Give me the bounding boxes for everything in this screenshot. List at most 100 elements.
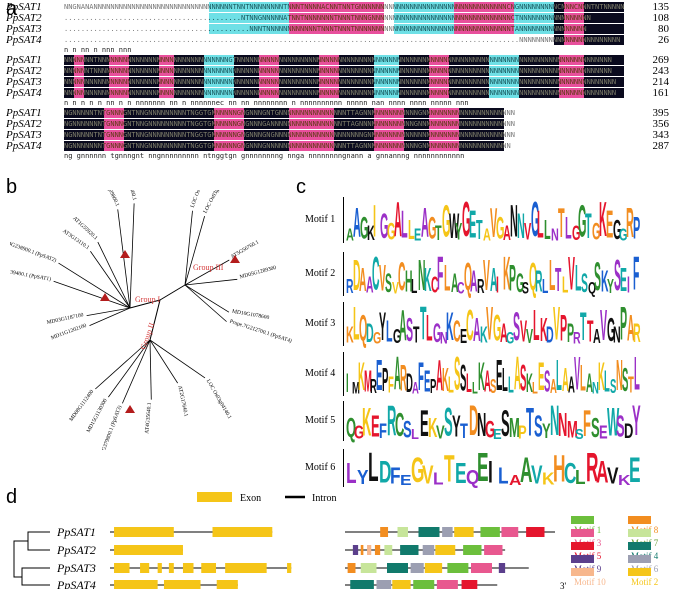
alignment-shading	[374, 77, 399, 87]
motif-letter: N	[558, 405, 568, 444]
alignment-seq-name: PpSAT1	[6, 1, 42, 13]
motif-letter: S	[490, 374, 497, 398]
motif-letter: A	[393, 190, 402, 247]
alignment-sequence: NGNNNNNNNTGNNNGNTNNGNNNNNNNNNTNGGTGNNNNN…	[64, 119, 515, 129]
motif-letter: Y	[455, 216, 463, 245]
motif-letter: V	[568, 245, 576, 300]
motif-letter: K	[478, 352, 485, 399]
motif-letter: N	[417, 249, 426, 300]
motif-letter: C	[430, 270, 439, 298]
alignment-shading	[104, 130, 124, 140]
intron-legend-label: Intron	[312, 493, 336, 504]
motif-letter: A	[436, 349, 443, 400]
motif-axis-end-label: 3'	[560, 581, 567, 589]
exon-box	[114, 580, 158, 589]
motif-letter: S	[581, 267, 589, 298]
motif-letter: Y	[452, 408, 461, 444]
alignment-shading	[64, 55, 74, 65]
alignment-shading	[279, 66, 319, 76]
motif-letter: Y	[379, 302, 387, 349]
motif-box	[526, 527, 545, 537]
motif-letter: S	[522, 278, 530, 298]
exon-box	[163, 580, 201, 589]
alignment-shading	[289, 119, 334, 129]
motif-letter: A	[472, 310, 481, 349]
motif-letter: V	[523, 216, 532, 245]
motif-letter: C	[398, 252, 406, 299]
alignment-shading	[244, 119, 289, 129]
motif-letter: V	[553, 295, 561, 350]
motif-letter: L	[542, 274, 549, 298]
motif-letter: C	[466, 299, 474, 350]
motif-letter: L	[407, 213, 415, 245]
alignment-shading	[584, 13, 624, 23]
motif-letter: S	[591, 411, 600, 443]
alignment-shading	[289, 130, 334, 140]
motif-letter: P	[559, 306, 567, 349]
tree-branch	[90, 251, 131, 309]
motif-letter: P	[633, 209, 641, 246]
motif-letter: G	[484, 414, 495, 443]
alignment-shading	[64, 77, 74, 87]
alignment-seq-name: PpSAT4	[6, 87, 42, 99]
motif-letter: C	[395, 405, 405, 444]
motif-letter: G	[530, 190, 540, 247]
alignment-consensus: n n nn n nnn nnn	[64, 46, 132, 54]
motif-letter: G	[441, 194, 451, 247]
motif-letter: L	[498, 462, 510, 489]
motif-letter: R	[400, 356, 407, 399]
motif-letter: S	[520, 356, 527, 399]
motif-letter: A	[399, 299, 408, 350]
motif-letter: A	[509, 471, 522, 489]
alignment-shading	[234, 88, 259, 98]
motif-box	[387, 563, 408, 573]
motif-letter: G	[515, 267, 524, 298]
motif-letter: L	[352, 295, 360, 350]
motif-letter: S	[444, 398, 453, 444]
alignment-shading	[404, 119, 429, 129]
motif-letter: L	[574, 465, 586, 489]
alignment-shading	[454, 2, 514, 12]
tree-branch	[184, 210, 193, 286]
alignment-shading	[84, 77, 109, 87]
gene-name-label: PpSAT2	[56, 543, 96, 557]
motif-letter: T	[557, 197, 565, 247]
motif-letter: E	[605, 201, 614, 246]
alignment-shading	[79, 141, 104, 151]
motif-legend-swatch	[571, 529, 594, 537]
alignment-shading	[74, 66, 84, 76]
motif-label: Motif 5	[305, 415, 336, 426]
motif-letter: L	[411, 274, 418, 298]
motif-letter: M	[566, 414, 578, 443]
alignment-shading	[429, 55, 449, 65]
alignment-shading	[584, 55, 624, 65]
alignment-sequence: NNGNANANNNNNNNNNNNNNNNNNNNNNNNNNNNNNNNNN…	[64, 2, 624, 12]
alignment-shading	[124, 141, 174, 151]
alignment-shading	[64, 88, 74, 98]
alignment-consensus: ng gnnnnnn tgnnngnt nngnnnnnnnnn ntnggtg…	[64, 152, 465, 160]
alignment-sequence: NNNNNNTNNNNNNNNNNNNNNNNNNNNNNNNNNNNNNNNN…	[64, 66, 624, 76]
motif-letter: D	[352, 249, 361, 300]
motif-letter: G	[606, 310, 615, 349]
motif-letter: K	[539, 310, 548, 349]
alignment-shading	[449, 66, 489, 76]
motif-legend-swatch	[571, 542, 594, 550]
alignment-shading	[204, 77, 234, 87]
alignment-shading	[209, 13, 289, 23]
alignment-shading	[399, 88, 429, 98]
panel-letter-d: d	[6, 486, 18, 508]
alignment-shading	[399, 55, 429, 65]
alignment-position: 214	[652, 76, 670, 88]
alignment-position: 161	[652, 87, 670, 99]
motif-label: Motif 1	[305, 214, 336, 225]
alignment-shading	[289, 2, 384, 12]
alignment-shading	[79, 108, 104, 118]
motif-letter: K	[542, 468, 555, 489]
motif-letter: W	[448, 205, 459, 246]
exon-box	[201, 563, 217, 573]
alignment-row: PpSAT4..................................…	[6, 35, 681, 46]
alignment-shading	[109, 77, 129, 87]
